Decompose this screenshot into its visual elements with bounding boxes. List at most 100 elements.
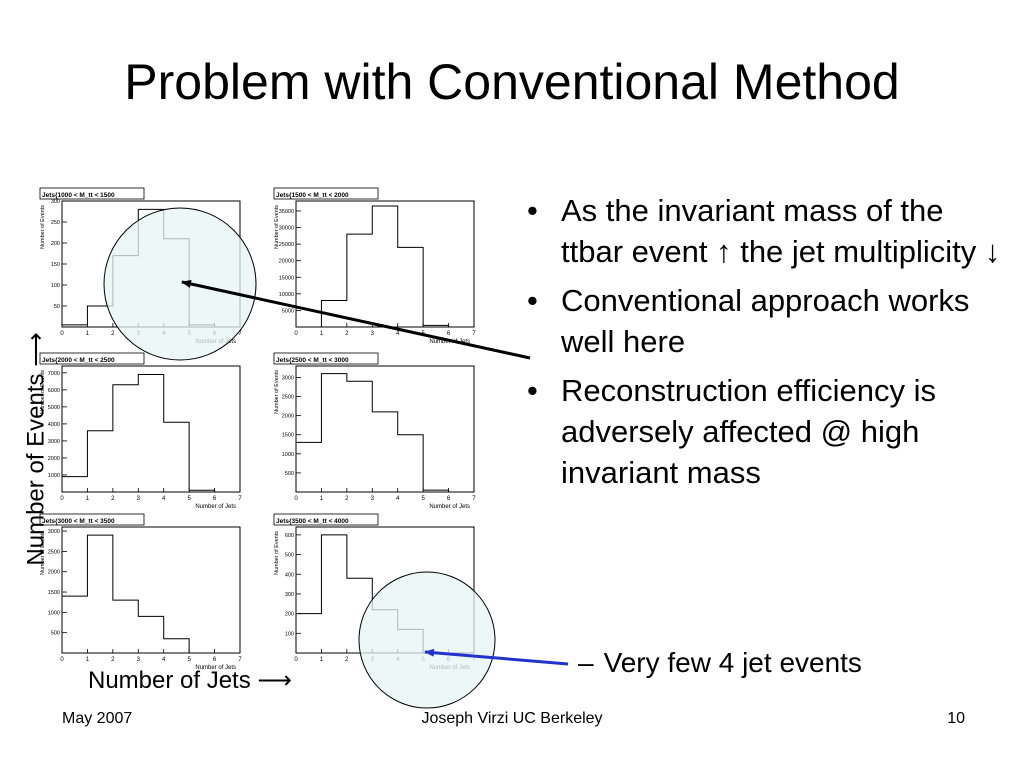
plot-frame — [295, 200, 475, 328]
x-axis-caption-text: Number of Jets — [88, 667, 251, 694]
y-tick-label: 10000 — [279, 292, 294, 298]
x-tick-label: 5 — [187, 657, 191, 663]
y-axis-label: Number of Events — [40, 531, 46, 575]
bullet-item: • Conventional approach works well here — [523, 280, 1003, 362]
y-tick-label: 300 — [51, 199, 60, 205]
y-tick-label: 30000 — [279, 226, 294, 232]
x-axis-label: Number of Jets — [195, 504, 236, 510]
y-tick-label: 5000 — [48, 405, 60, 411]
y-axis-label: Number of Events — [40, 205, 46, 249]
y-tick-label: 250 — [51, 220, 60, 226]
histogram-title-box — [39, 187, 145, 200]
histogram-title: Jets{1500 < M_tt < 2000 — [276, 192, 349, 199]
histogram-title: Jets{3000 < M_tt < 3500 — [42, 518, 115, 525]
plot-frame — [295, 526, 475, 654]
x-tick-label: 1 — [86, 331, 90, 337]
bullet-item: • Reconstruction efficiency is adversely… — [523, 370, 1003, 493]
sub-bullet-text: Very few 4 jet events — [603, 647, 862, 678]
x-tick-label: 0 — [294, 657, 298, 663]
y-tick-label: 4000 — [48, 422, 60, 428]
y-tick-label: 2500 — [48, 549, 60, 555]
histogram-title-box — [39, 513, 145, 526]
x-tick-label: 3 — [137, 657, 141, 663]
x-tick-label: 7 — [238, 331, 242, 337]
plot-frame — [61, 200, 241, 328]
x-tick-label: 0 — [294, 496, 298, 502]
histogram-title-box — [273, 187, 379, 200]
y-tick-label: 7000 — [48, 371, 60, 377]
x-tick-label: 6 — [213, 331, 217, 337]
bullet-text: Conventional approach works well here — [561, 283, 970, 359]
bullet-text: Reconstruction efficiency is adversely a… — [561, 373, 937, 490]
x-tick-label: 4 — [162, 657, 166, 663]
y-axis-label: Number of Events — [40, 370, 46, 414]
footer-page-number: 10 — [947, 710, 965, 727]
y-tick-label: 6000 — [48, 388, 60, 394]
plot-frame — [295, 365, 475, 493]
y-axis-label: Number of Events — [274, 531, 280, 575]
y-tick-label: 500 — [285, 553, 294, 559]
y-axis-label: Number of Events — [274, 205, 280, 249]
y-tick-label: 2000 — [48, 456, 60, 462]
x-tick-label: 6 — [447, 331, 451, 337]
y-tick-label: 50 — [54, 304, 60, 310]
x-tick-label: 3 — [137, 496, 141, 502]
bullet-list: • As the invariant mass of the ttbar eve… — [523, 190, 1003, 501]
bullet-dot-icon: • — [527, 283, 538, 318]
y-tick-label: 100 — [285, 631, 294, 637]
arrow-right-icon: ⟶ — [257, 667, 292, 694]
x-tick-label: 7 — [238, 657, 242, 663]
y-tick-label: 25000 — [279, 242, 294, 248]
x-tick-label: 2 — [345, 496, 349, 502]
x-tick-label: 1 — [320, 331, 324, 337]
y-tick-label: 400 — [285, 572, 294, 578]
y-tick-label: 15000 — [279, 275, 294, 281]
arrow-right-icon: ⟶ — [22, 332, 50, 367]
x-tick-label: 6 — [447, 496, 451, 502]
x-tick-label: 3 — [371, 496, 375, 502]
x-tick-label: 7 — [472, 657, 476, 663]
y-tick-label: 200 — [51, 241, 60, 247]
dash-icon: – — [578, 647, 594, 678]
x-tick-label: 1 — [320, 657, 324, 663]
y-tick-label: 600 — [285, 533, 294, 539]
x-tick-label: 3 — [371, 331, 375, 337]
histogram-title: Jets{2500 < M_tt < 3000 — [276, 357, 349, 364]
y-tick-label: 100 — [51, 283, 60, 289]
x-tick-label: 2 — [345, 657, 349, 663]
histogram-title-box — [273, 513, 379, 526]
y-tick-label: 2000 — [48, 570, 60, 576]
x-tick-label: 7 — [238, 496, 242, 502]
histogram-title: Jets{1000 < M_tt < 1500 — [42, 192, 115, 199]
plot-frame — [61, 365, 241, 493]
y-axis-caption: Number of Events ⟶ — [22, 332, 51, 565]
x-tick-label: 1 — [320, 496, 324, 502]
y-tick-label: 200 — [285, 612, 294, 618]
bullet-dot-icon: • — [527, 373, 538, 408]
y-tick-label: 3000 — [48, 529, 60, 535]
y-tick-label: 20000 — [279, 259, 294, 265]
sub-bullet: –Very few 4 jet events — [578, 645, 862, 681]
x-tick-label: 4 — [396, 331, 400, 337]
x-tick-label: 5 — [187, 496, 191, 502]
y-tick-label: 1000 — [48, 610, 60, 616]
x-tick-label: 0 — [294, 331, 298, 337]
x-tick-label: 0 — [60, 496, 64, 502]
y-tick-label: 500 — [51, 631, 60, 637]
y-tick-label: 1000 — [48, 473, 60, 479]
x-tick-label: 6 — [213, 657, 217, 663]
x-tick-label: 6 — [213, 496, 217, 502]
x-axis-label: Number of Jets — [195, 339, 236, 345]
x-tick-label: 6 — [447, 657, 451, 663]
bullet-text: As the invariant mass of the ttbar event… — [561, 193, 1001, 269]
